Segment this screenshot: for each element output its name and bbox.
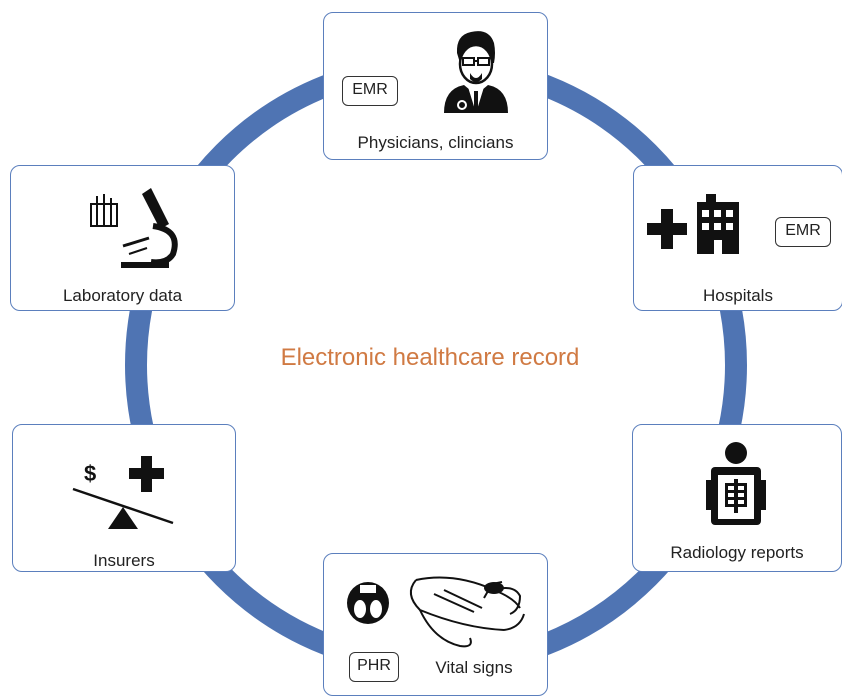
node-radiology: Radiology reports [632,424,842,572]
emr-tag: EMR [775,217,831,247]
hospitals-label: Hospitals [703,286,773,305]
xray-icon [706,442,766,525]
phr-tag: PHR [349,652,399,682]
hospital-icon [647,194,739,254]
microscope-icon [90,188,178,268]
physicians-label: Physicians, clincians [357,133,514,152]
node-laboratory: Laboratory data [10,165,235,311]
node-physicians: EMR Physicians, clincians [323,12,548,160]
scale-and-blood-pressure-icon [347,576,525,648]
center-title: Electronic healthcare record [280,344,580,371]
node-insurers: $ Insurers [12,424,236,572]
vital-signs-label: Vital signs [435,658,513,677]
radiology-label: Radiology reports [670,543,804,562]
insurers-label: Insurers [93,551,155,570]
dollar-sign: $ [84,461,97,486]
balance-scale-icon [72,456,174,529]
node-hospitals: EMR Hospitals [633,165,842,311]
laboratory-label: Laboratory data [62,286,183,305]
emr-tag: EMR [342,76,398,106]
doctor-icon [444,31,508,113]
node-vital-signs: PHR Vital signs [323,553,548,696]
